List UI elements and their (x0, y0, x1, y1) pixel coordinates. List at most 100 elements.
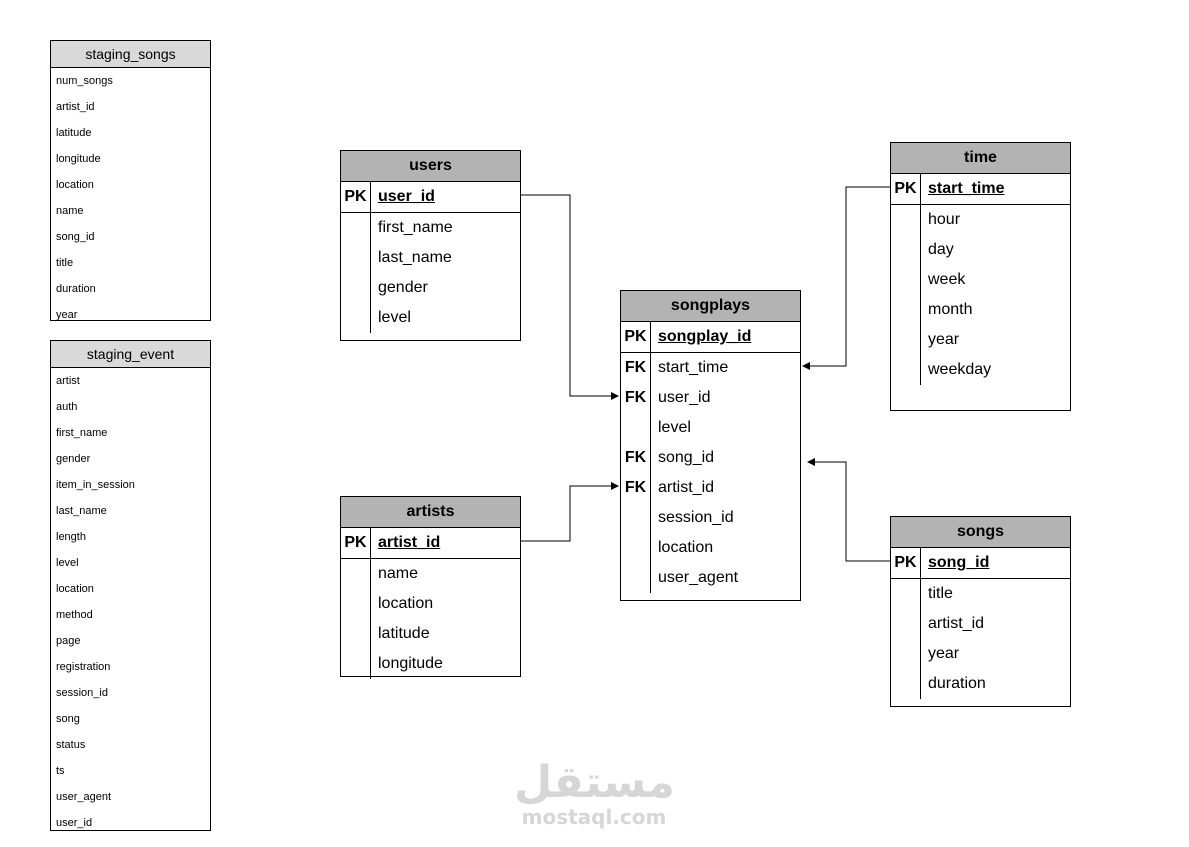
field-row: weekday (891, 355, 1070, 385)
field-name: year (928, 645, 960, 662)
field-row: first_name (341, 213, 520, 243)
staging-field: artist (56, 375, 80, 387)
songs-title: songs (891, 517, 1070, 548)
primary-key-name: user_id (378, 188, 435, 205)
field-name: duration (928, 675, 986, 692)
key-marker (891, 609, 921, 639)
songs-to-songplays-connector (807, 458, 890, 562)
key-marker (341, 619, 371, 649)
field-name: day (928, 241, 954, 258)
staging-field: artist_id (56, 101, 95, 113)
time-title: time (891, 143, 1070, 174)
staging-field: method (56, 609, 93, 621)
field-name: weekday (928, 361, 992, 378)
field-row: longitude (341, 649, 520, 679)
users-primary-key-row: PK user_id (341, 182, 520, 213)
field-name: location (378, 595, 434, 612)
key-marker (891, 265, 921, 295)
users-title: users (341, 151, 520, 182)
key-marker (341, 559, 371, 589)
key-marker: PK (341, 182, 371, 212)
time-primary-key-row: PK start_time (891, 174, 1070, 205)
staging-field: year (56, 309, 78, 321)
field-row: title (891, 579, 1070, 609)
key-marker (891, 355, 921, 385)
staging-field: song (56, 713, 80, 725)
field-row: gender (341, 273, 520, 303)
staging-field: latitude (56, 127, 92, 139)
key-marker (341, 649, 371, 679)
field-row: week (891, 265, 1070, 295)
field-row: user_agent (621, 563, 800, 593)
key-marker (341, 213, 371, 243)
field-name: title (928, 585, 953, 602)
staging-field: last_name (56, 505, 107, 517)
artists-title: artists (341, 497, 520, 528)
staging-field: auth (56, 401, 78, 413)
key-marker: PK (341, 528, 371, 558)
field-name: hour (928, 211, 961, 228)
field-row: year (891, 325, 1070, 355)
staging-field: location (56, 583, 94, 595)
field-row: level (341, 303, 520, 333)
field-name: year (928, 331, 960, 348)
staging-field: registration (56, 661, 111, 673)
field-row: hour (891, 205, 1070, 235)
primary-key-name: start_time (928, 180, 1005, 197)
key-marker: FK (621, 443, 651, 473)
staging-field: first_name (56, 427, 108, 439)
staging-field: user_agent (56, 791, 112, 803)
songplays-title: songplays (621, 291, 800, 322)
field-row: day (891, 235, 1070, 265)
staging-songs-title: staging_songs (51, 41, 210, 68)
watermark-arabic: مستقل (514, 757, 675, 808)
field-row: location (621, 533, 800, 563)
watermark-latin: mostaql.com (521, 805, 667, 829)
field-name: first_name (378, 219, 453, 236)
field-row: duration (891, 669, 1070, 699)
field-name: gender (378, 279, 428, 296)
staging-field: session_id (56, 687, 108, 699)
staging-field: duration (56, 283, 96, 295)
key-marker (891, 639, 921, 669)
staging-field: name (56, 205, 84, 217)
primary-key-name: artist_id (378, 534, 441, 551)
field-row: level (621, 413, 800, 443)
field-name: longitude (378, 655, 443, 672)
key-marker (341, 303, 371, 333)
staging-field: item_in_session (56, 479, 135, 491)
field-row: year (891, 639, 1070, 669)
staging-field: length (56, 531, 86, 543)
staging-field: page (56, 635, 81, 647)
primary-key-name: song_id (928, 554, 990, 571)
field-name: session_id (658, 509, 734, 526)
field-row: location (341, 589, 520, 619)
key-marker: PK (621, 322, 651, 352)
staging-field: title (56, 257, 74, 269)
field-name: user_agent (658, 569, 739, 586)
staging-field: user_id (56, 817, 93, 829)
field-row: month (891, 295, 1070, 325)
key-marker: FK (621, 383, 651, 413)
field-name: month (928, 301, 973, 318)
key-marker (341, 243, 371, 273)
key-marker: FK (621, 353, 651, 383)
key-marker (621, 563, 651, 593)
field-row: latitude (341, 619, 520, 649)
key-marker: PK (891, 174, 921, 204)
